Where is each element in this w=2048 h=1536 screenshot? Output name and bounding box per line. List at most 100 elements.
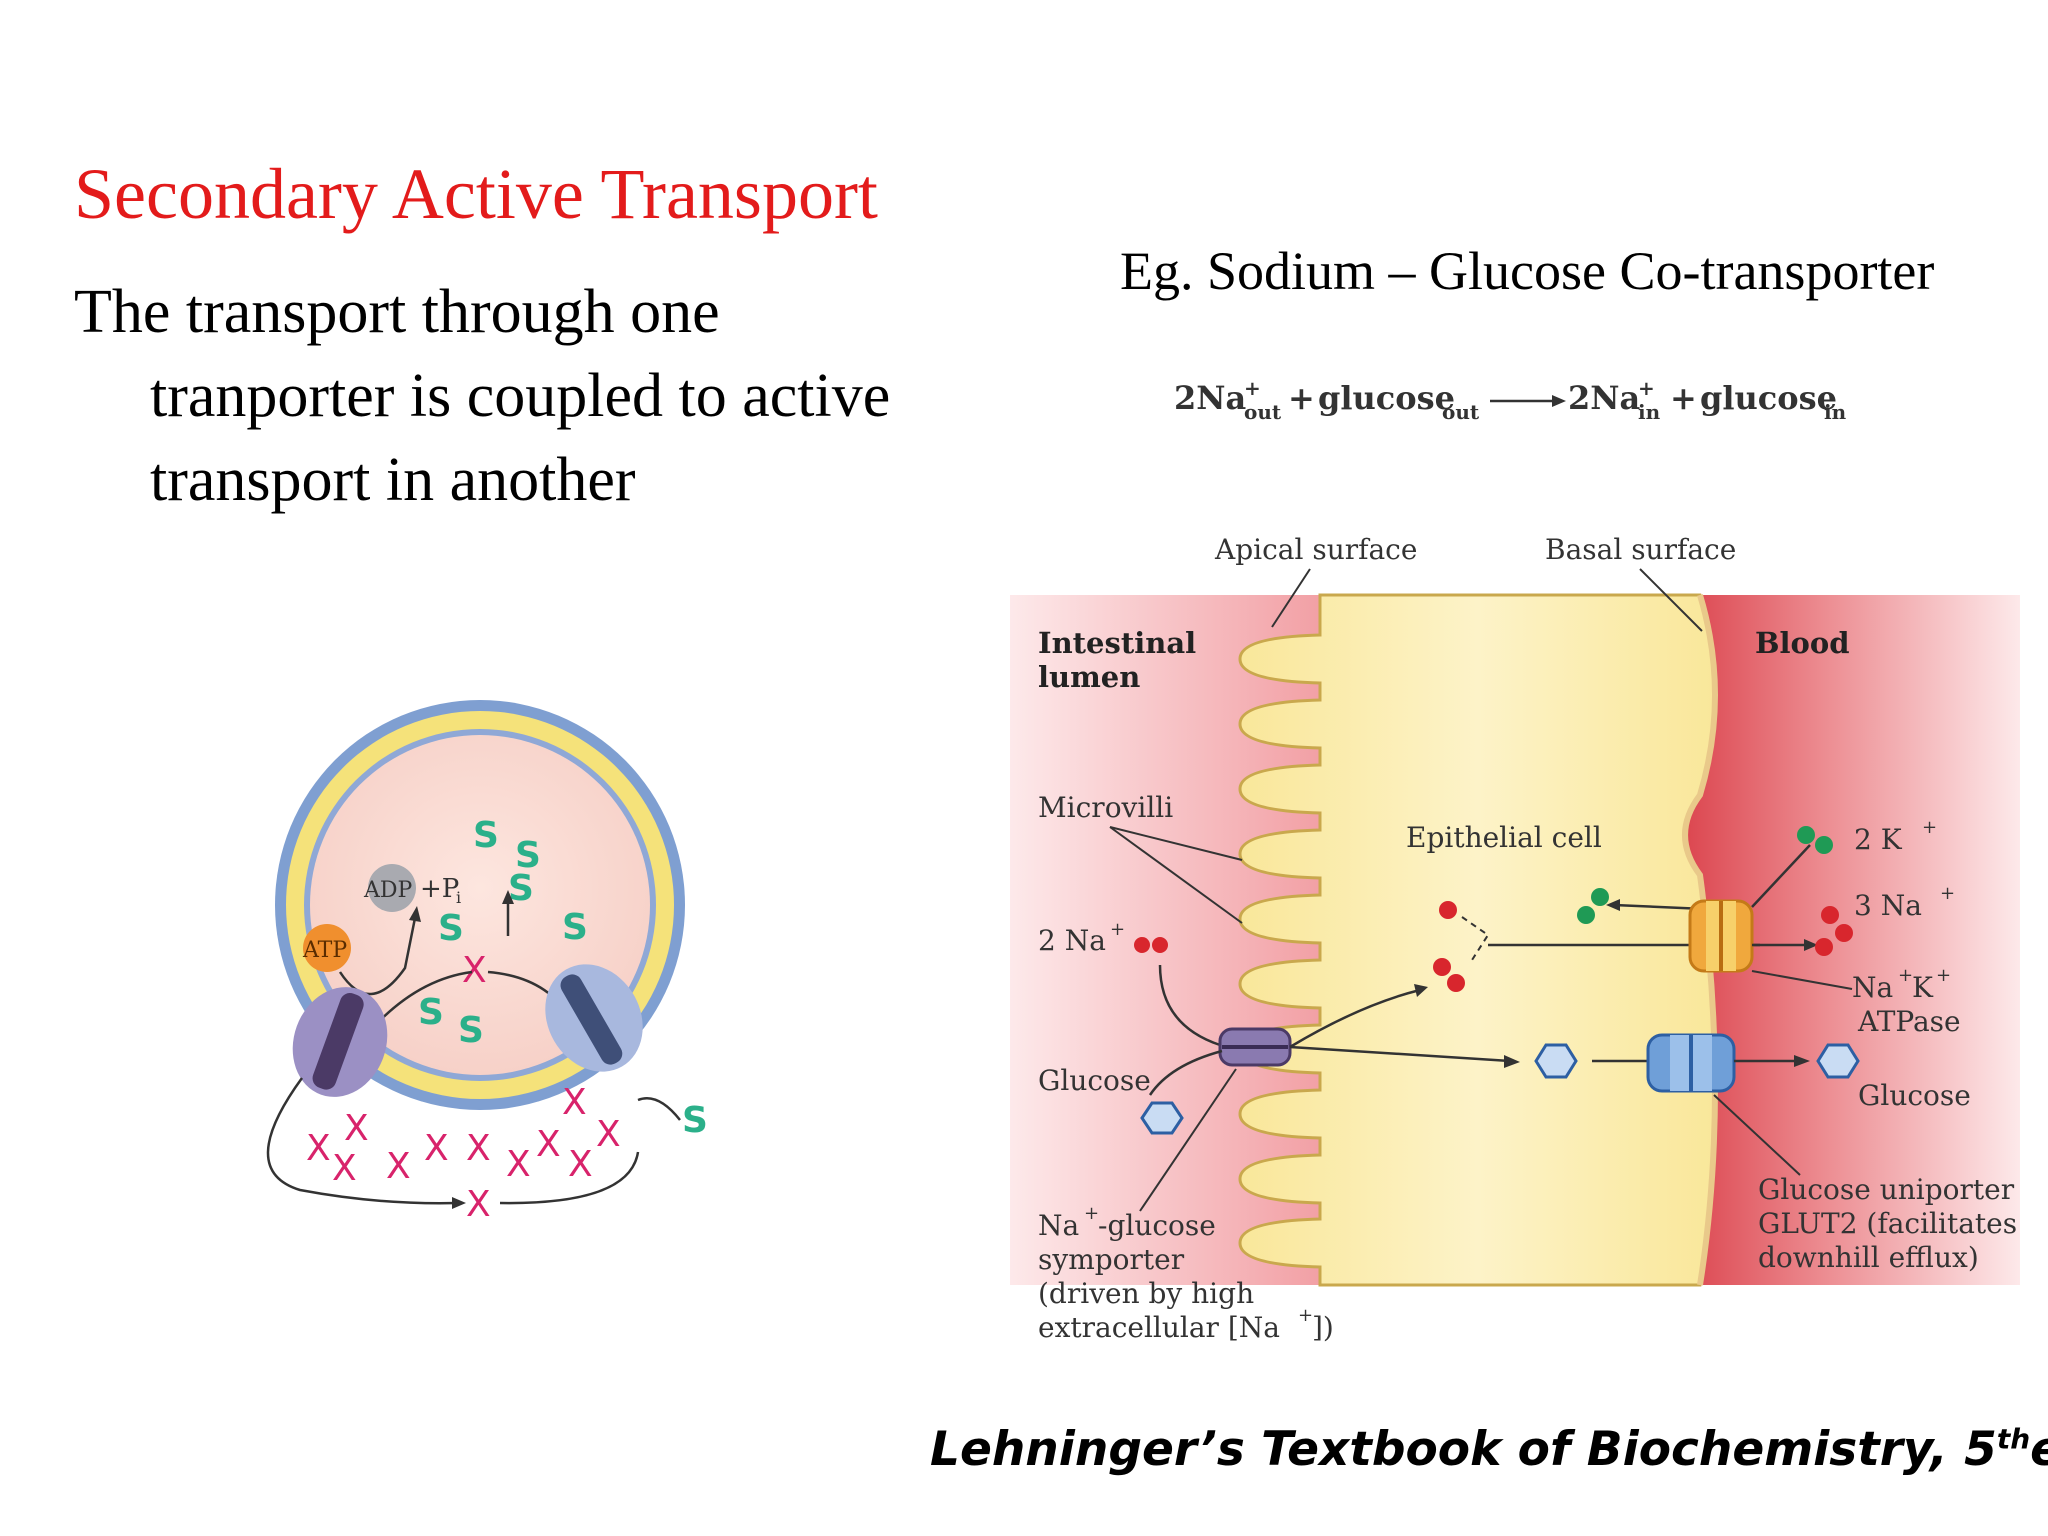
- svg-text:+: +: [1288, 379, 1315, 417]
- svg-text:+: +: [1084, 1203, 1099, 1224]
- svg-text:+: +: [1244, 376, 1261, 400]
- svg-text:ADP: ADP: [363, 878, 413, 903]
- body-line-1: The transport through one: [74, 278, 720, 346]
- glucose-molecule: [1816, 1043, 1860, 1079]
- svg-text:X: X: [506, 1144, 531, 1185]
- basal-surface-label: Basal surface: [1545, 535, 1736, 566]
- svg-text:in: in: [1638, 400, 1661, 424]
- symporter-label: Na: [1038, 1209, 1079, 1242]
- eq-rhs-na: 2Na: [1568, 379, 1640, 417]
- svg-text:X: X: [466, 1184, 491, 1225]
- svg-text:X: X: [344, 1108, 369, 1149]
- svg-text:in: in: [1824, 400, 1847, 424]
- glucose-entry-arrow: [1289, 1045, 1511, 1063]
- svg-text:GLUT2 (facilitates: GLUT2 (facilitates: [1758, 1207, 2017, 1240]
- svg-text:out: out: [1442, 400, 1480, 424]
- eq-rhs-glucose: glucose: [1700, 379, 1837, 417]
- microvilli-label: Microvilli: [1038, 791, 1173, 824]
- svg-text:]): ]): [1312, 1311, 1334, 1344]
- na-k-atpase: [1688, 899, 1754, 973]
- svg-text:X: X: [466, 1128, 491, 1169]
- svg-text:symporter: symporter: [1038, 1243, 1185, 1276]
- svg-text:X: X: [424, 1128, 449, 1169]
- svg-text:X: X: [332, 1148, 357, 1189]
- na-ion: [1134, 937, 1150, 953]
- svg-text:+P: +P: [420, 874, 459, 904]
- svg-text:(driven by high: (driven by high: [1038, 1277, 1254, 1310]
- svg-text:downhill efflux): downhill efflux): [1758, 1241, 1979, 1274]
- na-ion: [1821, 906, 1839, 924]
- eq-lhs-glucose: glucose: [1318, 379, 1455, 417]
- k-ion: [1577, 906, 1595, 924]
- body-text: The transport through one tranporter is …: [74, 270, 1014, 522]
- transport-equation: 2Na + out + glucose out 2Na + in + gluco…: [1174, 376, 1847, 424]
- svg-text:+: +: [1922, 817, 1937, 838]
- svg-text:X: X: [306, 1128, 331, 1169]
- svg-text:X: X: [568, 1144, 593, 1185]
- svg-text:-glucose: -glucose: [1098, 1209, 1216, 1242]
- two-k-label: 2 K: [1854, 823, 1903, 856]
- example-heading: Eg. Sodium – Glucose Co-transporter: [1120, 241, 1935, 301]
- na-ion: [1447, 974, 1465, 992]
- eq-lhs-na: 2Na: [1174, 379, 1246, 417]
- svg-text:extracellular [Na: extracellular [Na: [1038, 1311, 1280, 1344]
- atp-hydrolysis-arrow: [338, 917, 417, 996]
- adp-molecule: [368, 864, 416, 912]
- svg-text:+: +: [1940, 883, 1955, 904]
- svg-text:S: S: [562, 907, 588, 948]
- na-ion: [1439, 901, 1457, 919]
- body-line-2: tranporter is coupled to active: [150, 362, 891, 430]
- svg-text:X: X: [562, 1082, 587, 1123]
- citation: Lehninger’s Textbook of Biochemistry, 5t…: [930, 1422, 2048, 1477]
- svg-text:+: +: [1936, 965, 1951, 986]
- svg-text:+: +: [1298, 1305, 1313, 1326]
- svg-text:X: X: [386, 1146, 411, 1187]
- svg-text:S: S: [515, 835, 541, 876]
- body-line-3: transport in another: [150, 446, 636, 514]
- na-ion: [1815, 938, 1833, 956]
- vesicle-diagram: ATP ADP +P i S S S S S S S X X X X X X X…: [266, 700, 708, 1225]
- glucose-molecule: [1534, 1043, 1578, 1079]
- svg-text:S: S: [458, 1010, 484, 1051]
- three-na-label: 3 Na: [1854, 889, 1922, 922]
- svg-text:i: i: [456, 888, 461, 907]
- na-ion: [1433, 958, 1451, 976]
- glucose-left-label: Glucose: [1038, 1064, 1151, 1097]
- slide-title: Secondary Active Transport: [74, 154, 878, 234]
- epithelial-cell-label: Epithelial cell: [1406, 821, 1602, 854]
- svg-text:X: X: [536, 1124, 561, 1165]
- intestinal-lumen-label: Intestinal: [1038, 626, 1196, 660]
- svg-text:ATP: ATP: [302, 938, 347, 963]
- svg-text:+: +: [1638, 376, 1655, 400]
- svg-text:out: out: [1244, 400, 1282, 424]
- glucose-right-label: Glucose: [1858, 1079, 1971, 1112]
- svg-text:lumen: lumen: [1038, 660, 1140, 694]
- svg-text:S: S: [438, 908, 464, 949]
- atpase-label: Na: [1852, 971, 1893, 1004]
- svg-text:ATPase: ATPase: [1857, 1005, 1961, 1038]
- epithelial-diagram: Apical surface Basal surface Intestinal …: [1010, 535, 2020, 1344]
- glut2-label: Glucose uniporter: [1758, 1173, 2015, 1206]
- secondary-transporter: [545, 964, 643, 1072]
- svg-text:X: X: [596, 1114, 621, 1155]
- blood-label: Blood: [1755, 626, 1850, 660]
- svg-text:+: +: [1670, 379, 1697, 417]
- svg-text:S: S: [682, 1100, 708, 1141]
- svg-text:K: K: [1912, 971, 1934, 1004]
- glucose-molecule: [1140, 1101, 1184, 1135]
- na-entry-arrow: [1289, 988, 1421, 1049]
- na-ion: [1835, 924, 1853, 942]
- two-na-label: 2 Na: [1038, 924, 1106, 957]
- svg-text:X: X: [462, 950, 487, 991]
- outside-loop-arrow: [266, 1077, 459, 1205]
- svg-text:S: S: [418, 992, 444, 1033]
- na-ion: [1152, 937, 1168, 953]
- apical-surface-label: Apical surface: [1214, 535, 1417, 566]
- svg-text:+: +: [1898, 965, 1913, 986]
- svg-text:+: +: [1110, 919, 1125, 940]
- k-ion: [1591, 888, 1609, 906]
- k-ion: [1797, 826, 1815, 844]
- glut2-uniporter: [1646, 1033, 1736, 1093]
- atp-molecule: [303, 924, 351, 972]
- k-ion: [1815, 836, 1833, 854]
